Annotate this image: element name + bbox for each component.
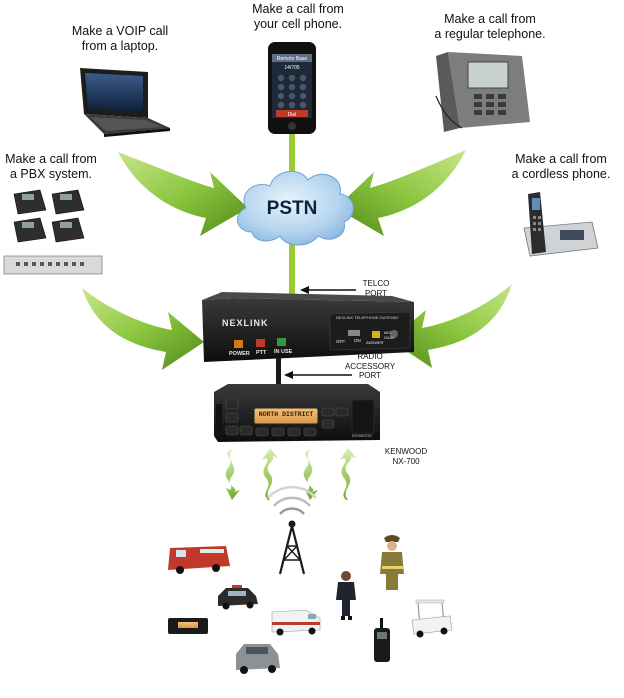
- handheld-radio-icon: [374, 618, 390, 662]
- nexlink-brand: NEXLINK: [222, 318, 269, 328]
- nexlink-gateway-icon: [202, 292, 414, 362]
- wave-down-2: [303, 450, 318, 500]
- cell-to-pstn-line: [289, 134, 295, 176]
- gateway-model-text: NEXLINK TELEPHONE GATEWAY: [336, 315, 399, 320]
- led-label-power: POWER: [229, 351, 250, 357]
- kenwood-radio-icon: [214, 384, 380, 442]
- pstn-to-gateway-line: [289, 240, 295, 300]
- police-officer-icon: [336, 571, 356, 620]
- arrow-pbx-to-gateway: [82, 288, 204, 370]
- pbx-phones-icon: [3, 189, 103, 275]
- caption-pbx: Make a call from a PBX system.: [5, 152, 97, 181]
- phone-dial-button: Dial: [288, 112, 297, 118]
- switch-label-off: OFF: [336, 339, 345, 344]
- firefighter-icon: [380, 535, 404, 590]
- mic-gain-label: MIC GAIN: [384, 330, 394, 340]
- radio-accessory-port-label: RADIO ACCESSORY PORT: [344, 352, 396, 380]
- fire-truck-icon: [168, 546, 230, 574]
- led-label-ptt: PTT: [256, 350, 267, 356]
- laptop-icon: [80, 68, 170, 137]
- led-label-in-use: IN USE: [274, 349, 293, 355]
- suv-icon: [236, 644, 280, 674]
- arrow-telephone-to-pstn: [336, 150, 466, 236]
- answer-label: ANSWER: [366, 340, 384, 345]
- radio-display-text: NORTH DISTRICT: [258, 411, 314, 418]
- wave-up-1: [262, 448, 278, 500]
- wave-up-2: [340, 448, 356, 500]
- radio-waves: [225, 448, 356, 500]
- wave-down-1: [225, 450, 240, 500]
- kenwood-nx700-label: KENWOOD NX-700: [384, 447, 428, 466]
- telco-port-label: TELCO PORT: [362, 279, 390, 298]
- telco-port-pointer: [300, 286, 356, 294]
- gateway-to-radio-cable: [276, 352, 281, 392]
- arrow-laptop-to-pstn: [118, 152, 248, 236]
- phone-screen-number: 14/705: [284, 65, 300, 71]
- radio-tower-icon: [267, 485, 317, 575]
- mobile-radio-icon: [168, 618, 208, 634]
- caption-telephone: Make a call from a regular telephone.: [434, 12, 546, 41]
- caption-voip: Make a VOIP call from a laptop.: [71, 24, 169, 53]
- smartphone-icon: Remote Base 14/705 Dial: [268, 42, 316, 134]
- radio-port-pointer: [284, 371, 352, 379]
- radio-brand-text: KENWOOD: [352, 434, 373, 438]
- police-car-icon: [218, 585, 258, 610]
- pstn-label: PSTN: [266, 198, 318, 219]
- arrow-cordless-to-gateway: [390, 284, 512, 368]
- caption-cell: Make a call from your cell phone.: [252, 2, 344, 31]
- pstn-cloud-icon: [237, 171, 354, 246]
- connection-lines: [276, 134, 295, 392]
- caption-cordless: Make a call from a cordless phone.: [511, 152, 611, 181]
- switch-label-on: ON: [354, 338, 361, 343]
- desk-phone-icon: [435, 52, 530, 132]
- golf-cart-icon: [411, 599, 453, 638]
- ambulance-icon: [271, 609, 321, 636]
- cordless-phone-icon: [523, 192, 599, 257]
- phone-screen-title: Remote Base: [277, 56, 308, 62]
